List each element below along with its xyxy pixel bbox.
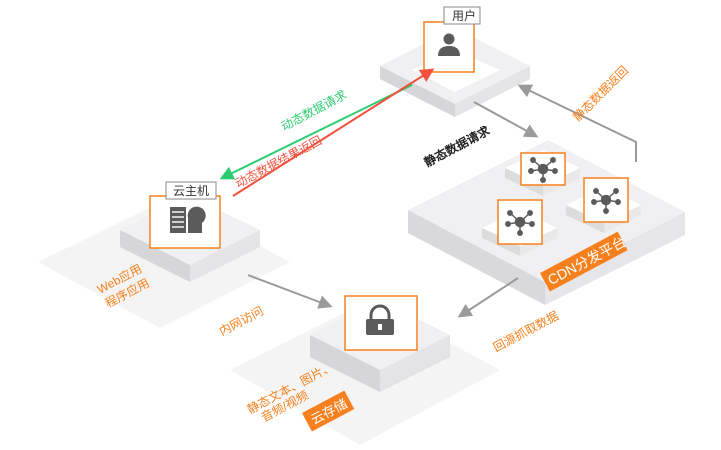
user-label-box	[443, 6, 481, 25]
cloud-host-node[interactable]: 云主机	[120, 181, 260, 282]
cloud-host-label-box	[165, 181, 217, 200]
dynamic-result-label: 动态数据结果返回	[232, 132, 324, 190]
user-node[interactable]: 用户	[380, 6, 530, 117]
cloud-host-label: 云主机	[173, 184, 209, 198]
storage-node[interactable]: 云存储	[302, 295, 450, 432]
user-icon	[435, 30, 463, 58]
origin-fetch-arrow	[457, 277, 519, 318]
static-return-arrow	[517, 84, 637, 162]
dynamic-request-label: 动态数据请求	[278, 87, 349, 134]
network-node-icon	[528, 157, 558, 183]
intranet-access-arrow	[247, 274, 333, 309]
network-node-icon	[591, 188, 621, 214]
dynamic-request-arrow	[219, 84, 413, 180]
intranet-access-label: 内网访问	[217, 304, 266, 339]
user-label: 用户	[452, 8, 476, 23]
network-node-icon	[505, 210, 535, 236]
origin-fetch-label: 回源抓取数据	[490, 308, 561, 355]
cdn-platform[interactable]: CDN分发平台	[408, 140, 685, 305]
dynamic-result-arrow	[232, 68, 435, 197]
static-request-label: 静态数据请求	[421, 122, 492, 170]
server-icon	[165, 202, 207, 240]
static-return-label: 静态数据返回	[570, 63, 632, 125]
lock-icon	[364, 304, 396, 338]
static-request-arrow	[473, 101, 539, 138]
